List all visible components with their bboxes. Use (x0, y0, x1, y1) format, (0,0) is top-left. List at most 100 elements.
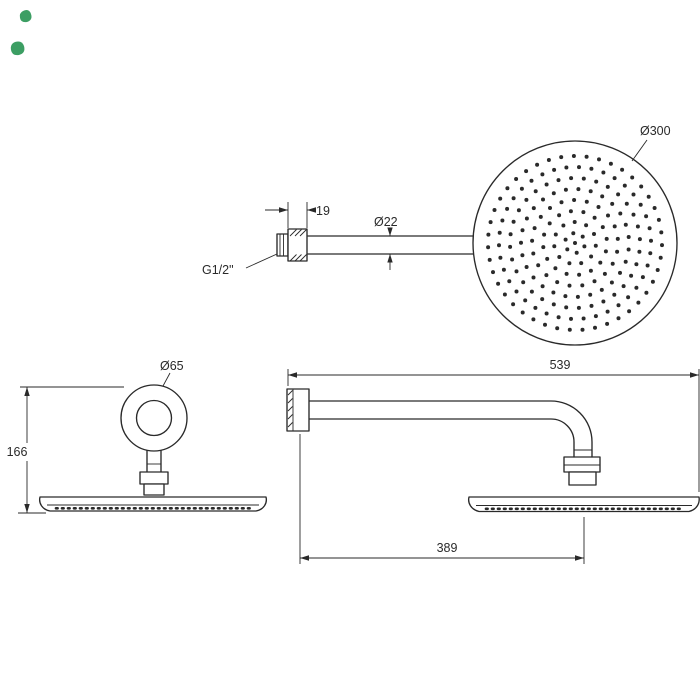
nozzle-dot (592, 232, 596, 236)
leader-line (631, 139, 648, 162)
nozzle-dot (555, 280, 560, 285)
nozzle-dot (620, 167, 625, 172)
nozzle-dot (561, 223, 566, 228)
nozzle-dot (588, 189, 593, 194)
nozzle-dot (609, 280, 614, 285)
nozzle-dot (551, 290, 556, 295)
nozzle-dot (652, 206, 657, 210)
arrow-icon (387, 254, 393, 263)
nozzle-dot (540, 297, 545, 302)
dimension-pipe-diameter: Ø22 (374, 215, 398, 270)
nozzle-dot (559, 200, 564, 205)
dimension-label: 19 (316, 204, 330, 218)
nozzle-dot (520, 253, 525, 258)
nozzle-dot (536, 263, 541, 268)
nozzle-dot (605, 184, 610, 189)
nozzle-dot (603, 249, 608, 254)
arrow-icon (575, 555, 584, 561)
nozzle-dot (602, 271, 607, 276)
nozzle-dot (601, 170, 606, 175)
nozzle-dot (577, 272, 582, 277)
nozzle-dot (500, 218, 505, 223)
nozzle-dot (564, 305, 569, 310)
nozzle-dot (584, 199, 589, 204)
nozzle-dot (555, 326, 560, 331)
nozzle-dot (540, 284, 545, 289)
nozzle-dot (521, 280, 526, 285)
nozzle-dot (581, 210, 586, 215)
logo-marks (10, 10, 32, 56)
nozzle-dot (496, 281, 501, 286)
logo-mark-icon (19, 10, 32, 23)
nozzle-dot (531, 275, 536, 280)
connector-block (568, 471, 597, 486)
dimension-overall-height: 166 (7, 386, 124, 514)
dimension-label: Ø22 (374, 215, 398, 229)
nozzle-dot (572, 220, 577, 224)
nozzle-dot (552, 244, 557, 249)
nozzle-dot (639, 184, 644, 189)
logo-mark-icon (10, 41, 25, 56)
nozzle-dot (524, 265, 529, 269)
nozzle-dot (618, 211, 623, 216)
arrow-icon (288, 372, 297, 378)
arrow-icon (387, 227, 393, 236)
arm-inner-line (308, 418, 575, 458)
nozzle-dot (605, 309, 610, 314)
nozzle-dot (491, 270, 495, 275)
nozzle-dot (650, 279, 655, 284)
nozzle-dot (638, 202, 643, 207)
nozzle-dot (532, 226, 537, 231)
nozzle-dot (616, 303, 621, 308)
dimension-plate-thickness: 19 (265, 202, 330, 228)
nozzle-dot (581, 316, 586, 321)
thread-callout: G1/2" (202, 253, 278, 277)
nozzle-dot (519, 240, 523, 245)
wall-flange-section (287, 228, 308, 262)
nozzle-dot (605, 321, 610, 326)
nozzle-dot (524, 197, 529, 202)
nozzle-dot (569, 316, 573, 321)
nozzle-dot (531, 317, 536, 322)
nozzle-dot (511, 196, 516, 201)
nozzle-dot (626, 247, 631, 252)
nozzle-dot (584, 154, 589, 159)
nozzle-dot (648, 251, 653, 256)
nozzle-dot (589, 254, 594, 259)
nozzle-dot (612, 224, 617, 229)
nozzle-dot (592, 279, 597, 284)
nozzle-dot (615, 236, 620, 241)
nozzle-dot (582, 244, 587, 249)
nozzle-dot (576, 305, 581, 310)
nozzle-dot (640, 275, 645, 280)
nozzle-dot (606, 213, 610, 218)
nozzle-dot (567, 261, 572, 266)
nozzle-dot (658, 255, 663, 260)
nozzle-dot (621, 284, 626, 289)
nozzle-dot (551, 191, 556, 196)
nozzle-dot (592, 215, 597, 220)
nozzle-dot (530, 238, 535, 243)
nozzle-dot (646, 194, 651, 199)
nozzle-dot (624, 201, 629, 206)
nozzle-dot (659, 230, 664, 235)
nozzle-dot (649, 238, 653, 243)
nozzle-dot (573, 241, 577, 245)
nozzle-dot (644, 214, 649, 219)
nozzle-dot (584, 223, 589, 228)
nozzle-dot (553, 266, 558, 271)
nozzle-dot (600, 225, 605, 230)
nozzle-dot (520, 310, 525, 315)
dimension-reach: 389 (299, 434, 585, 564)
nozzle-dot (488, 220, 493, 225)
nozzle-dot (563, 187, 568, 192)
nozzle-dot (544, 311, 549, 316)
nozzle-dot (519, 186, 524, 191)
nozzle-dot (524, 216, 529, 221)
dimension-label: 539 (550, 358, 571, 372)
nozzle-dot (563, 237, 568, 242)
nozzle-dot (529, 289, 534, 294)
nozzle-dot (568, 209, 573, 214)
nozzle-dot (557, 255, 562, 259)
